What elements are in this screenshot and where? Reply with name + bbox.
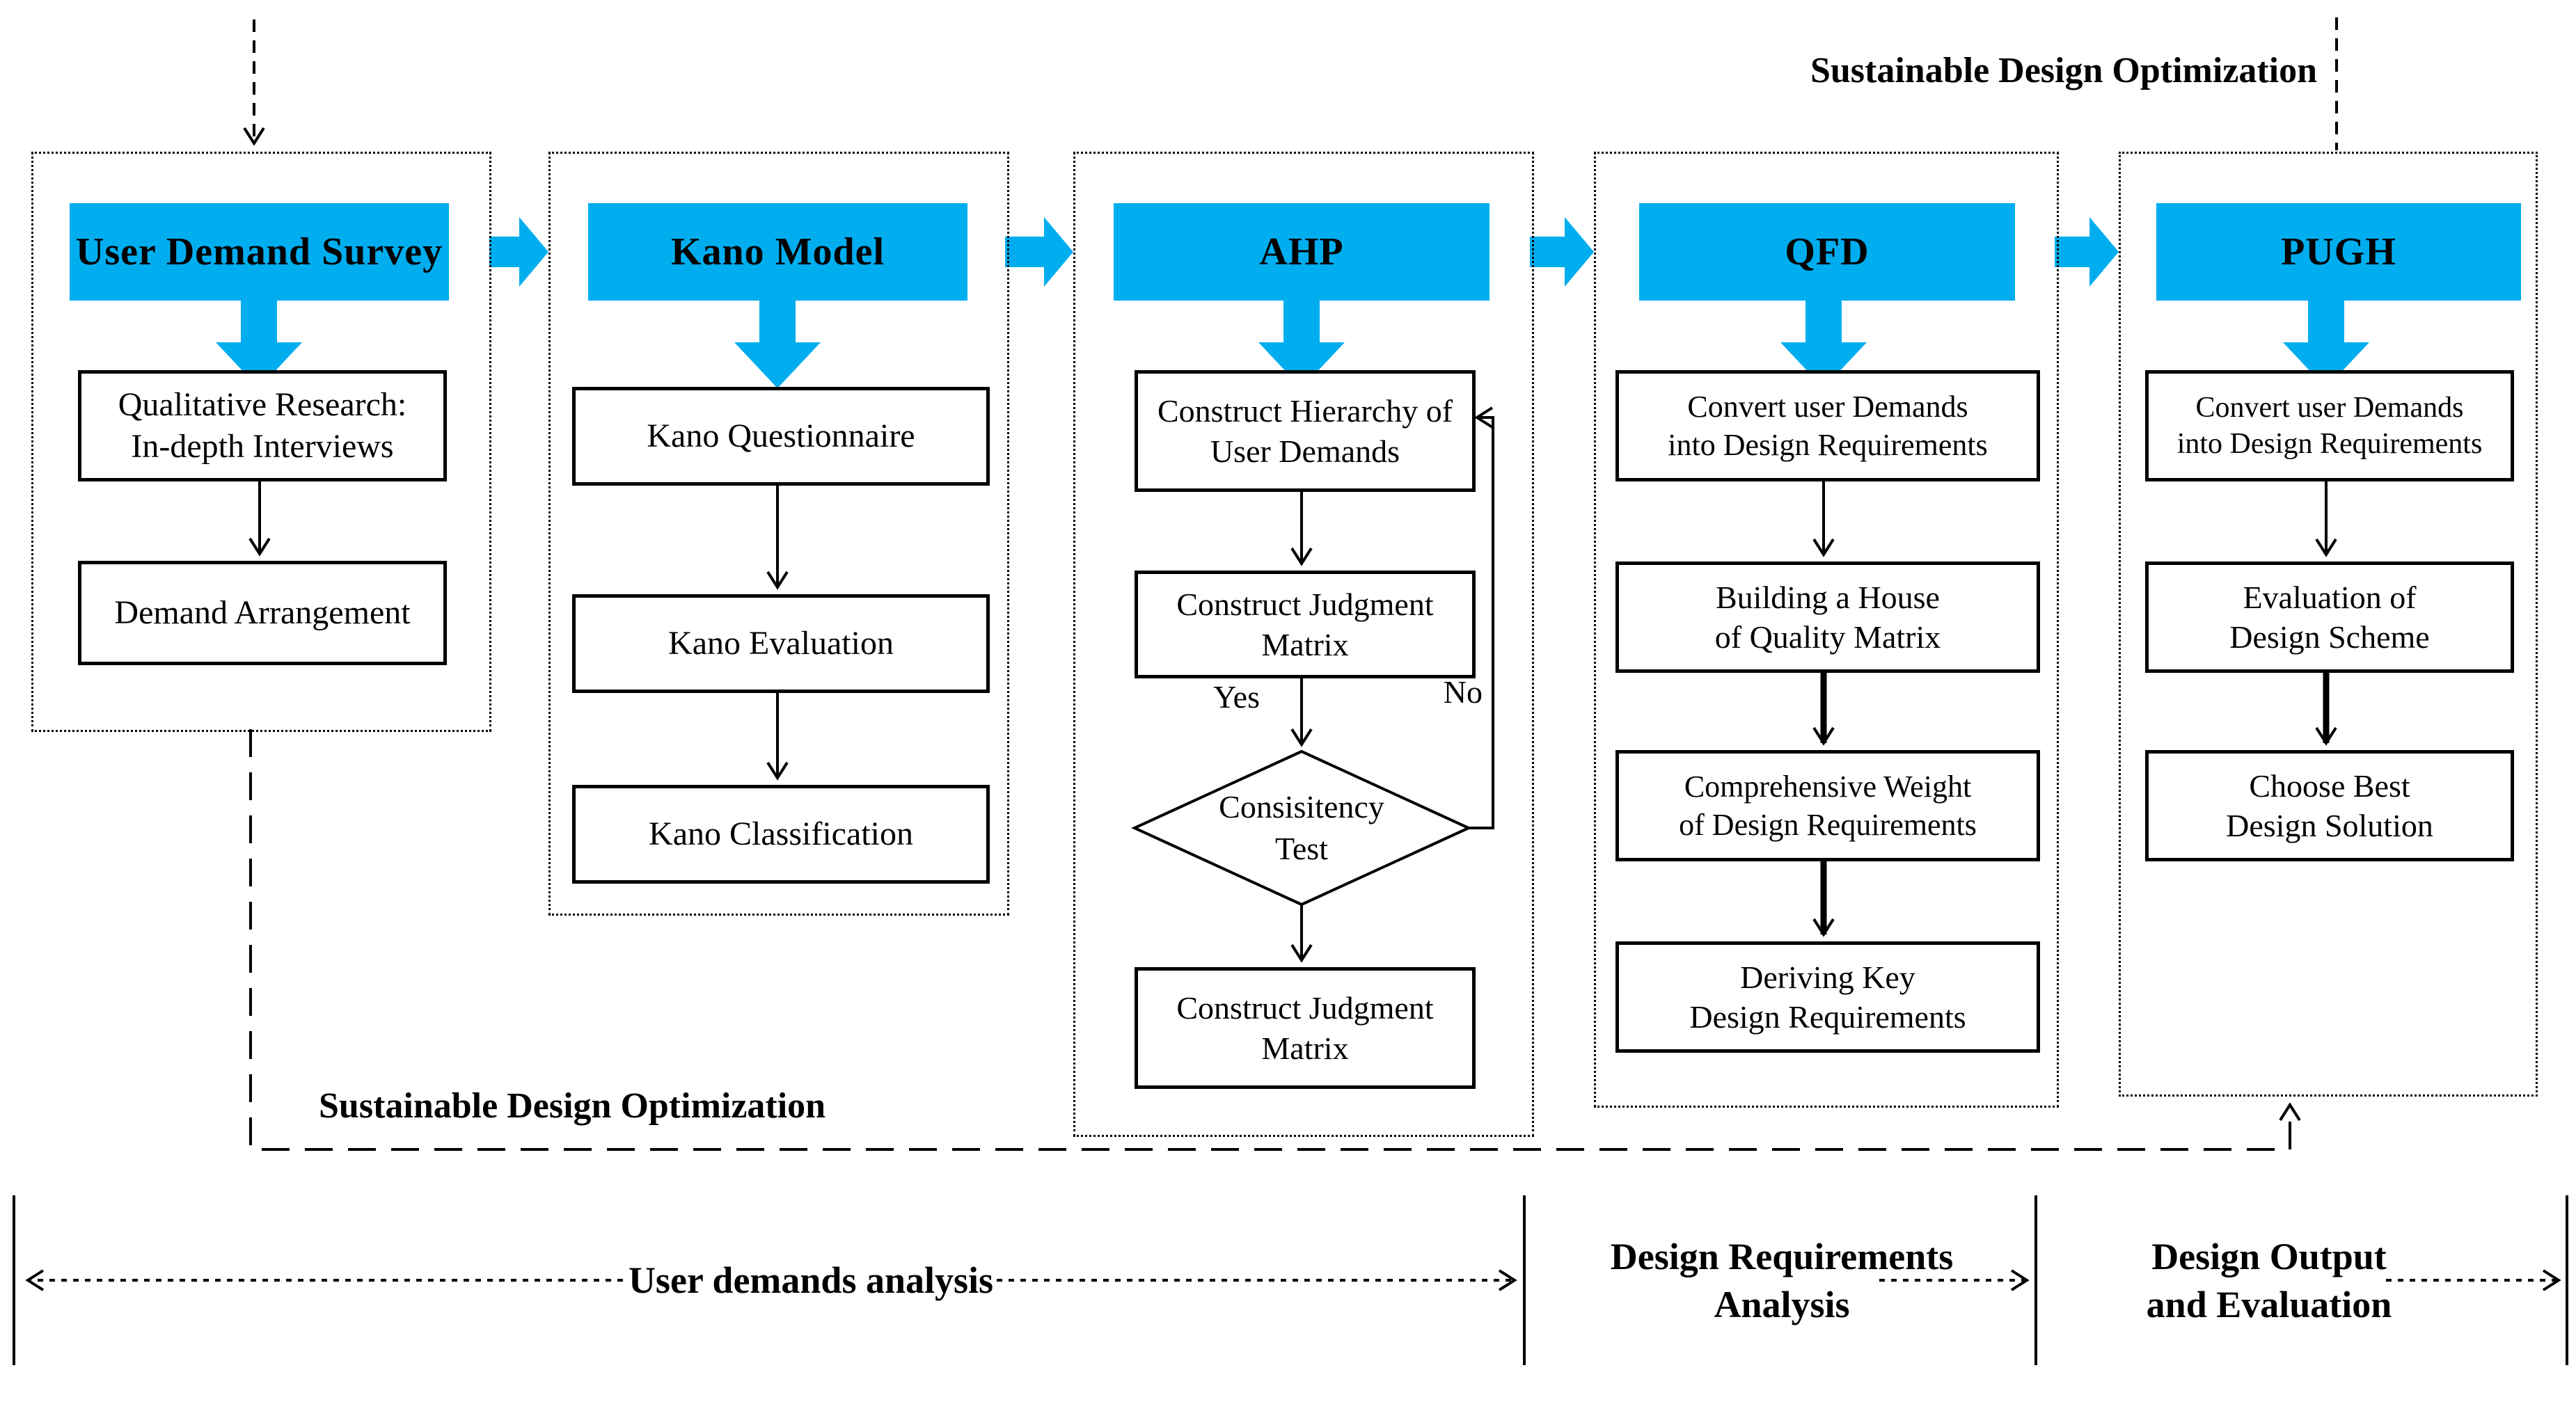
box-demand-arrangement: Demand Arrangement	[78, 561, 447, 665]
blue-right-arrow-1	[489, 217, 548, 287]
label-sustainable-design-optimization-bottom: Sustainable Design Optimization	[319, 1086, 826, 1126]
header-qfd: QFD	[1639, 203, 2015, 301]
header-user-demand-survey: User Demand Survey	[70, 203, 449, 301]
stage-container-ahp	[1073, 152, 1534, 1137]
diamond-consistency-test-label: Consisitency Test	[1219, 789, 1384, 866]
blue-down-arrow-user-demand	[216, 300, 302, 388]
blue-down-arrow-kano	[734, 300, 821, 388]
box-deriving-key-requirements: Deriving Key Design Requirements	[1615, 941, 2040, 1053]
phase-label-user-demands-analysis: User demands analysis	[628, 1259, 994, 1301]
box-kano-evaluation: Kano Evaluation	[572, 594, 990, 693]
box-convert-demands-qfd: Convert user Demands into Design Require…	[1615, 370, 2040, 481]
box-house-of-quality: Building a House of Quality Matrix	[1615, 561, 2040, 673]
blue-down-arrow-pugh	[2283, 300, 2369, 388]
blue-right-arrow-2	[1005, 217, 1073, 287]
label-yes: Yes	[1213, 679, 1260, 715]
box-choose-best-solution: Choose Best Design Solution	[2145, 750, 2514, 861]
box-kano-classification: Kano Classification	[572, 785, 990, 884]
blue-down-arrow-ahp	[1258, 300, 1345, 388]
box-evaluation-design-scheme: Evaluation of Design Scheme	[2145, 561, 2514, 673]
label-no: No	[1443, 674, 1483, 710]
box-kano-questionnaire: Kano Questionnaire	[572, 387, 990, 486]
blue-right-arrow-3	[1530, 217, 1594, 287]
header-kano-model: Kano Model	[588, 203, 967, 301]
stage-container-user-demand-survey	[31, 152, 491, 732]
header-pugh: PUGH	[2156, 203, 2521, 301]
phase-label-design-output-evaluation: Design Output and Evaluation	[2146, 1236, 2392, 1325]
blue-right-arrow-4	[2055, 217, 2119, 287]
header-ahp: AHP	[1114, 203, 1490, 301]
blue-down-arrow-qfd	[1780, 300, 1867, 388]
box-construct-judgment-matrix-2: Construct Judgment Matrix	[1135, 967, 1476, 1089]
phase-label-design-requirements-analysis: Design Requirements Analysis	[1610, 1236, 1954, 1325]
feedback-line-no	[1469, 406, 1494, 829]
label-sustainable-design-optimization-top: Sustainable Design Optimization	[1810, 51, 2318, 90]
box-convert-demands-pugh: Convert user Demands into Design Require…	[2145, 370, 2514, 481]
box-construct-judgment-matrix-1: Construct Judgment Matrix	[1135, 571, 1476, 678]
box-qualitative-research: Qualitative Research: In-depth Interview…	[78, 370, 447, 481]
stage-container-pugh	[2119, 152, 2538, 1097]
box-comprehensive-weight: Comprehensive Weight of Design Requireme…	[1615, 750, 2040, 861]
stage-container-kano-model	[548, 152, 1009, 916]
stage-container-qfd	[1594, 152, 2059, 1108]
dashed-optimization-loop	[249, 729, 2301, 1151]
box-construct-hierarchy: Construct Hierarchy of User Demands	[1135, 370, 1476, 492]
